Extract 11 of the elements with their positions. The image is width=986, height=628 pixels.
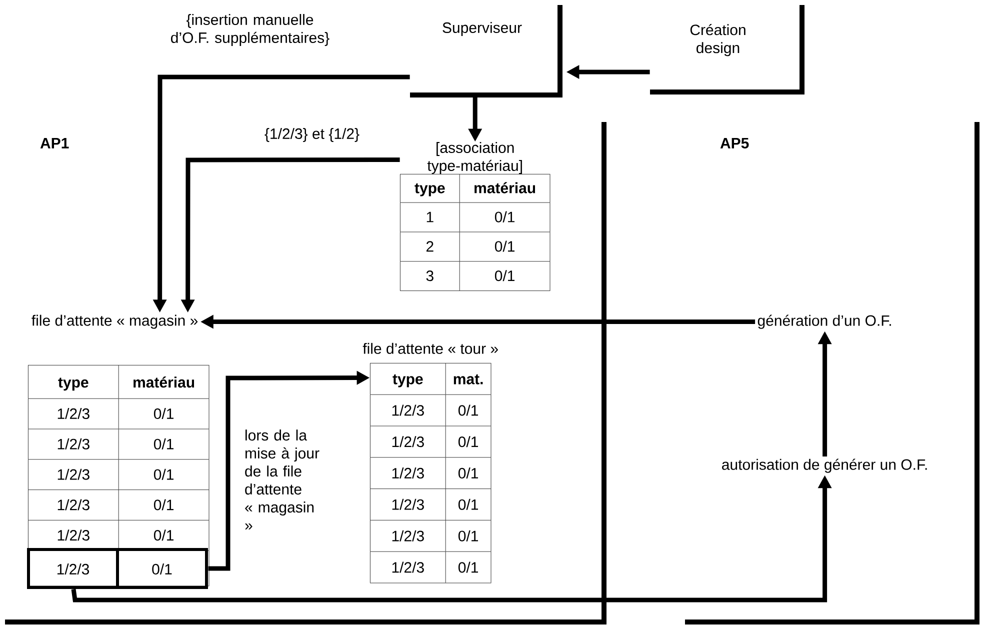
step-label: autorisation de générer un O.F. (722, 458, 927, 473)
highlighted-row: 1/2/3 0/1 (27, 548, 208, 589)
queue-table: file d’attente « tour » type mat. 1/2/3 0/1 1/2/3 0/1 1/2/3 0/1 1/2/3 0/1 1/2/3 0/1 1/2/3 0/1 (362, 342, 498, 584)
edge-label: {1/2/3} et {1/2} (264, 128, 360, 142)
actor-bracket: Superviseur (410, 5, 562, 98)
edge-label: {insertion manuelle d’O.F. supplémentaires} (171, 14, 330, 46)
step-label: génération d’un O.F. (758, 314, 891, 329)
lookup-table: [association type-matériau] type matériau 1 0/1 2 0/1 3 0/1 (400, 142, 550, 291)
queue-label: file d’attente « magasin » (32, 314, 198, 329)
edge-label: lors de la mise à jour de la file d’attente « magasin » (245, 430, 320, 530)
actor-bracket: Création design (650, 5, 804, 94)
